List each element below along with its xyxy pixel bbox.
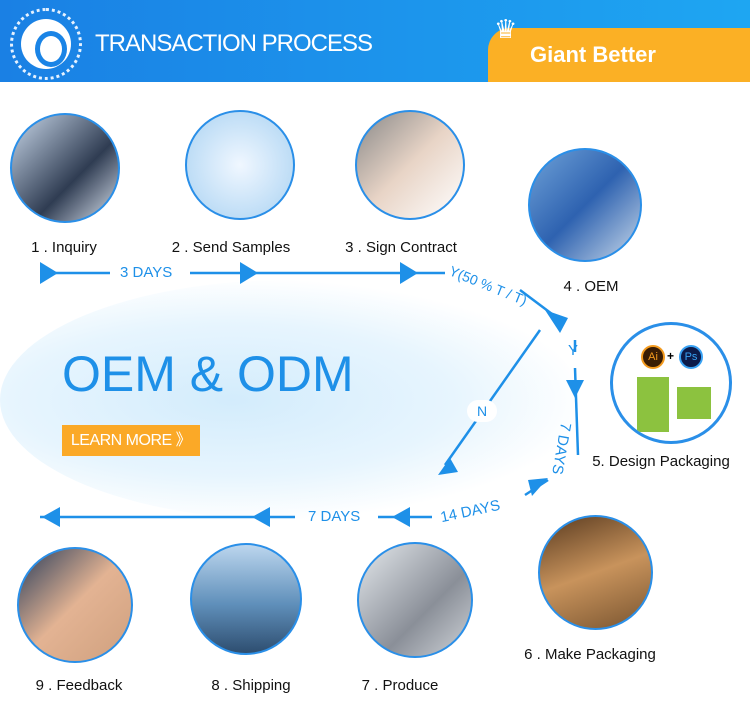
step-5-label: 5. Design Packaging (592, 453, 730, 470)
step-6-label: 6 . Make Packaging (524, 646, 656, 663)
step-9-label: 9 . Feedback (35, 677, 123, 694)
step-1-label: 1 . Inquiry (31, 239, 97, 256)
step-1-image (10, 113, 120, 223)
arrow-right (240, 262, 258, 284)
learn-more-button[interactable]: LEARN MORE 》 (62, 425, 200, 456)
logo-icon (10, 8, 82, 80)
illustrator-icon: Ai (641, 345, 665, 369)
step-4-image (528, 148, 642, 262)
crown-icon: ♛ (494, 14, 518, 44)
brand-name: Giant Better (530, 42, 656, 67)
arrow-down (528, 478, 548, 496)
duration-3-days: 3 DAYS (120, 264, 173, 281)
arrow-down (438, 458, 458, 475)
hero-title: OEM & ODM (62, 346, 354, 402)
page-title: TRANSACTION PROCESS (95, 30, 373, 57)
step-9-image (17, 547, 133, 663)
step-8-image (190, 543, 302, 655)
package-design (677, 387, 711, 419)
arrow-left (252, 507, 270, 527)
arrow-right (400, 262, 418, 284)
step-2-label: 2 . Send Samples (171, 239, 291, 256)
arrow-down (566, 380, 584, 398)
arrow-right (40, 262, 58, 284)
step-3-image (355, 110, 465, 220)
step-5-image: Ai + Ps (610, 322, 732, 444)
step-8-label: 8 . Shipping (211, 677, 291, 694)
package-design (637, 377, 669, 432)
duration-7-days-2: 7 DAYS (308, 508, 361, 525)
step-3-label: 3 . Sign Contract (345, 239, 457, 256)
plus-icon: + (667, 349, 675, 363)
step-2-image (185, 110, 295, 220)
step-7-label: 7 . Produce (361, 677, 439, 694)
photoshop-icon: Ps (679, 345, 703, 369)
step-7-image (357, 542, 473, 658)
arrow-left (392, 507, 410, 527)
step-6-image (538, 515, 653, 630)
yes-label: Y (568, 342, 579, 359)
step-4-label: 4 . OEM (563, 278, 619, 295)
arrow-down (545, 310, 568, 333)
no-label: N (467, 400, 497, 422)
brand-tab (488, 28, 750, 82)
arrow-left (42, 507, 60, 527)
